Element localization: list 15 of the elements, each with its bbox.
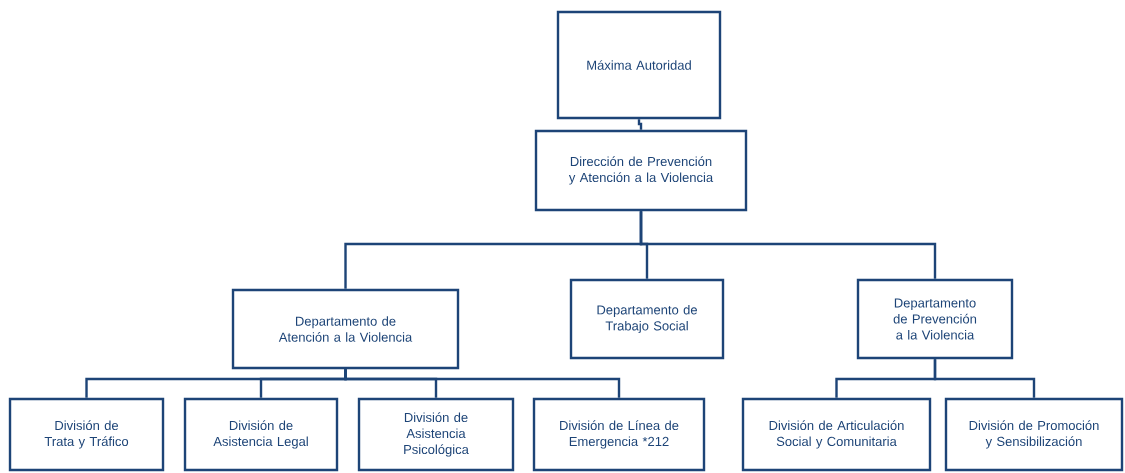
- org-box: División de Línea de Emergencia *212: [532, 397, 706, 472]
- org-box: Máxima Autoridad: [556, 10, 722, 120]
- org-box: División de Asistencia Legal: [183, 397, 339, 472]
- org-box: División de Promoción y Sensibilización: [944, 397, 1124, 472]
- connector-line: [344, 369, 621, 398]
- org-box: Departamento de Trabajo Social: [569, 278, 725, 360]
- org-box: Departamento de Prevención a la Violencia: [856, 278, 1014, 360]
- org-box: División de Articulación Social y Comunitaria: [741, 397, 932, 472]
- org-box: División de Asistencia Psicológica: [357, 397, 515, 472]
- org-box: Departamento de Atención a la Violencia: [231, 288, 460, 370]
- connector-line: [933, 359, 1036, 398]
- connector-line: [637, 119, 643, 130]
- org-box: División de Trata y Tráfico: [8, 397, 165, 472]
- connector-line: [639, 211, 937, 279]
- org-box: Dirección de Prevención y Atención a la Violencia: [534, 129, 748, 212]
